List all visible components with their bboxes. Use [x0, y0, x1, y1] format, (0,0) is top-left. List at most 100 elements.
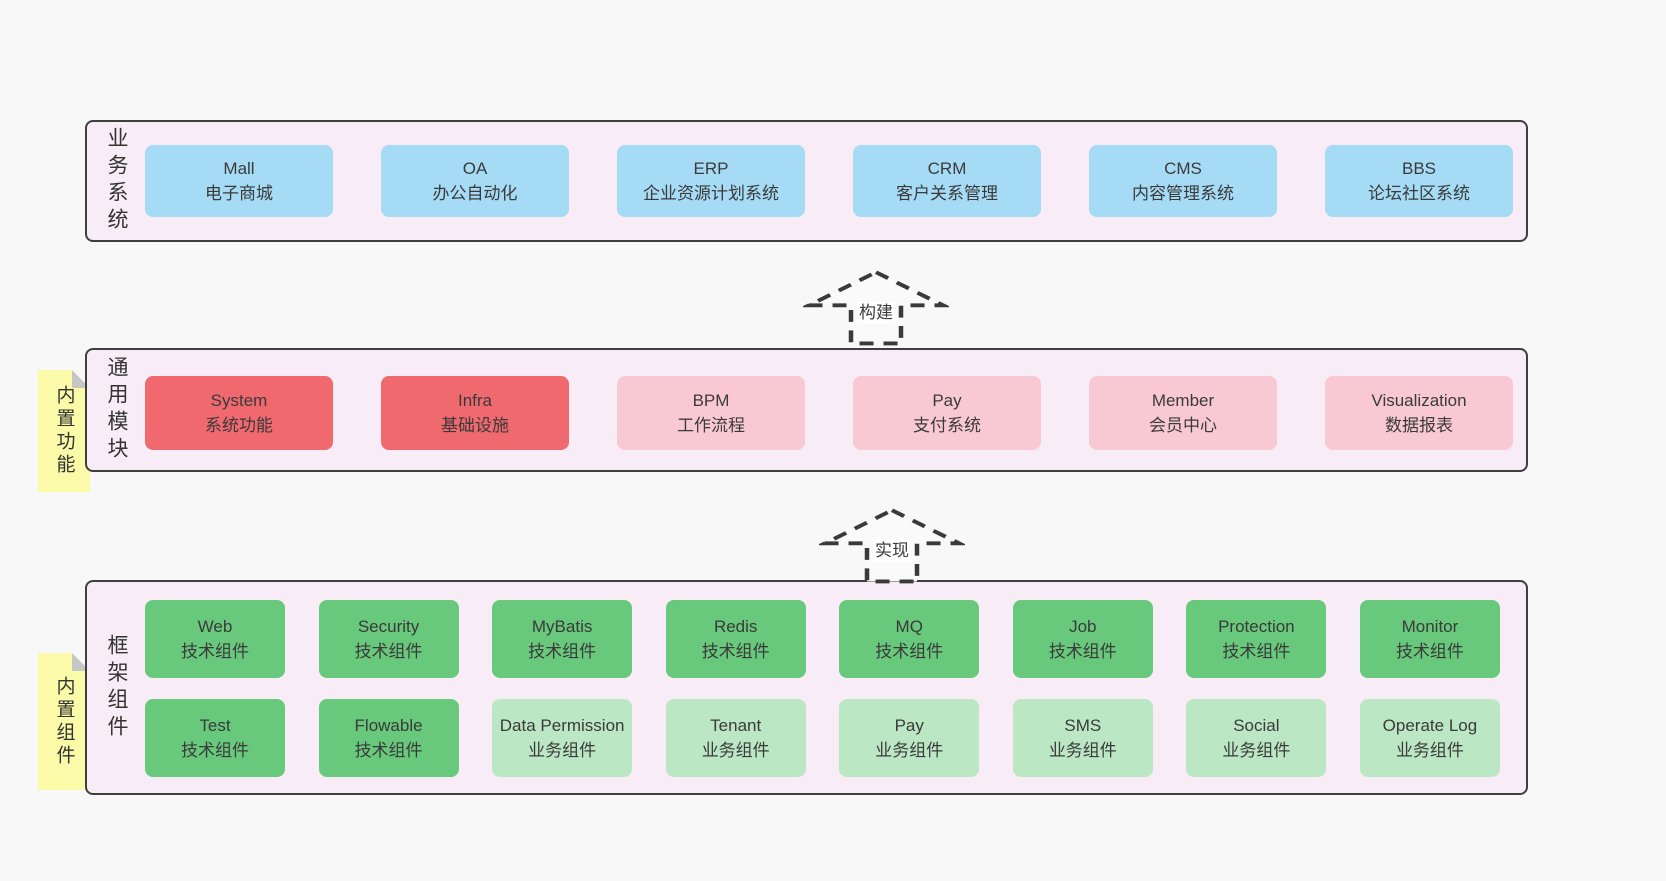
node-subtitle: 电子商城	[205, 184, 273, 203]
node-cms: CMS 内容管理系统	[1089, 145, 1277, 217]
node-title: Tenant	[710, 715, 762, 735]
sticky-note-label: 内置功能	[53, 385, 75, 477]
layer-label-modules: 通用模块	[105, 356, 128, 464]
node-subtitle: 支付系统	[913, 416, 981, 435]
node-pay-component: Pay 业务组件	[839, 699, 980, 777]
business-boxes-row: Mall 电子商城 OA 办公自动化 ERP 企业资源计划系统 CRM 客户关系…	[145, 145, 1513, 217]
node-title: CMS	[1164, 158, 1202, 178]
node-web: Web 技术组件	[145, 600, 285, 678]
node-title: MQ	[895, 616, 923, 636]
node-title: Redis	[713, 616, 758, 636]
node-subtitle: 业务组件	[1048, 741, 1117, 760]
node-subtitle: 会员中心	[1149, 416, 1217, 435]
node-subtitle: 内容管理系统	[1132, 184, 1234, 203]
node-title: BBS	[1401, 158, 1437, 178]
node-subtitle: 技术组件	[354, 741, 423, 760]
node-operate-log: Operate Log 业务组件	[1359, 699, 1500, 777]
node-oa: OA 办公自动化	[381, 145, 569, 217]
node-title: BPM	[692, 390, 730, 410]
node-subtitle: 业务组件	[1395, 741, 1464, 760]
node-subtitle: 业务组件	[875, 741, 944, 760]
node-erp: ERP 企业资源计划系统	[617, 145, 805, 217]
node-title: System	[210, 390, 268, 410]
node-system: System 系统功能	[145, 376, 333, 450]
node-subtitle: 技术组件	[1048, 642, 1117, 661]
node-subtitle: 办公自动化	[432, 184, 518, 203]
sticky-note-label: 内置组件	[53, 675, 75, 768]
node-title: Infra	[457, 390, 493, 410]
node-job: Job 技术组件	[1012, 600, 1153, 678]
node-security: Security 技术组件	[318, 600, 459, 678]
node-subtitle: 系统功能	[205, 416, 273, 435]
node-subtitle: 论坛社区系统	[1368, 184, 1470, 203]
node-data-permission: Data Permission 业务组件	[492, 699, 633, 777]
node-subtitle: 技术组件	[1222, 642, 1291, 661]
node-mq: MQ 技术组件	[839, 600, 980, 678]
node-redis: Redis 技术组件	[665, 600, 806, 678]
node-bpm: BPM 工作流程	[617, 376, 805, 450]
node-subtitle: 技术组件	[528, 642, 597, 661]
node-subtitle: 业务组件	[701, 741, 770, 760]
node-social: Social 业务组件	[1186, 699, 1327, 777]
node-subtitle: 客户关系管理	[896, 184, 998, 203]
framework-boxes-row2: Test 技术组件 Flowable 技术组件 Data Permission …	[145, 699, 1500, 777]
arrow-build: 构建	[803, 268, 949, 346]
node-subtitle: 数据报表	[1385, 416, 1453, 435]
node-subtitle: 基础设施	[441, 416, 509, 435]
node-title: Flowable	[354, 715, 423, 735]
node-crm: CRM 客户关系管理	[853, 145, 1041, 217]
node-test: Test 技术组件	[145, 699, 285, 777]
node-pay-module: Pay 支付系统	[853, 376, 1041, 450]
node-title: Protection	[1218, 616, 1295, 636]
framework-boxes-row1: Web 技术组件 Security 技术组件 MyBatis 技术组件 Redi…	[145, 600, 1500, 678]
node-subtitle: 技术组件	[1395, 642, 1464, 661]
node-title: MyBatis	[531, 616, 593, 636]
node-title: Monitor	[1401, 616, 1459, 636]
node-title: Pay	[932, 390, 962, 410]
node-tenant: Tenant 业务组件	[665, 699, 806, 777]
node-title: Operate Log	[1382, 715, 1478, 735]
node-subtitle: 技术组件	[181, 642, 249, 661]
node-title: Data Permission	[499, 715, 625, 735]
node-title: SMS	[1064, 715, 1102, 735]
node-member: Member 会员中心	[1089, 376, 1277, 450]
node-flowable: Flowable 技术组件	[318, 699, 459, 777]
layer-business-systems: 业务系统 Mall 电子商城 OA 办公自动化 ERP 企业资源计划系统 CRM…	[85, 120, 1528, 242]
arrow-implement: 实现	[819, 506, 965, 584]
node-title: Social	[1233, 715, 1280, 735]
node-title: Job	[1069, 616, 1097, 636]
node-monitor: Monitor 技术组件	[1359, 600, 1500, 678]
node-title: CRM	[927, 158, 967, 178]
node-sms: SMS 业务组件	[1012, 699, 1153, 777]
layer-common-modules: 通用模块 System 系统功能 Infra 基础设施 BPM 工作流程 Pay…	[85, 348, 1528, 472]
node-title: ERP	[693, 158, 729, 178]
node-subtitle: 技术组件	[875, 642, 944, 661]
node-visualization: Visualization 数据报表	[1325, 376, 1513, 450]
node-mall: Mall 电子商城	[145, 145, 333, 217]
sticky-note-builtin-features: 内置功能	[38, 370, 90, 492]
node-protection: Protection 技术组件	[1186, 600, 1327, 678]
node-subtitle: 工作流程	[677, 416, 745, 435]
node-title: Security	[357, 616, 420, 636]
node-title: OA	[462, 158, 488, 178]
layer-label-framework: 框架组件	[105, 633, 128, 742]
layer-framework-components: 框架组件 Web 技术组件 Security 技术组件 MyBatis 技术组件…	[85, 580, 1528, 795]
layer-label-business: 业务系统	[105, 127, 128, 235]
node-subtitle: 技术组件	[181, 741, 249, 760]
arrow-label: 构建	[857, 302, 895, 325]
sticky-note-builtin-components: 内置组件	[38, 653, 90, 790]
node-subtitle: 业务组件	[528, 741, 597, 760]
node-mybatis: MyBatis 技术组件	[492, 600, 633, 678]
node-subtitle: 企业资源计划系统	[643, 184, 779, 203]
node-title: Mall	[223, 158, 255, 178]
node-subtitle: 技术组件	[354, 642, 423, 661]
node-bbs: BBS 论坛社区系统	[1325, 145, 1513, 217]
node-title: Test	[199, 715, 231, 735]
node-subtitle: 业务组件	[1222, 741, 1291, 760]
modules-boxes-row: System 系统功能 Infra 基础设施 BPM 工作流程 Pay 支付系统…	[145, 376, 1513, 450]
node-title: Pay	[894, 715, 924, 735]
node-infra: Infra 基础设施	[381, 376, 569, 450]
node-title: Visualization	[1371, 390, 1467, 410]
node-subtitle: 技术组件	[701, 642, 770, 661]
